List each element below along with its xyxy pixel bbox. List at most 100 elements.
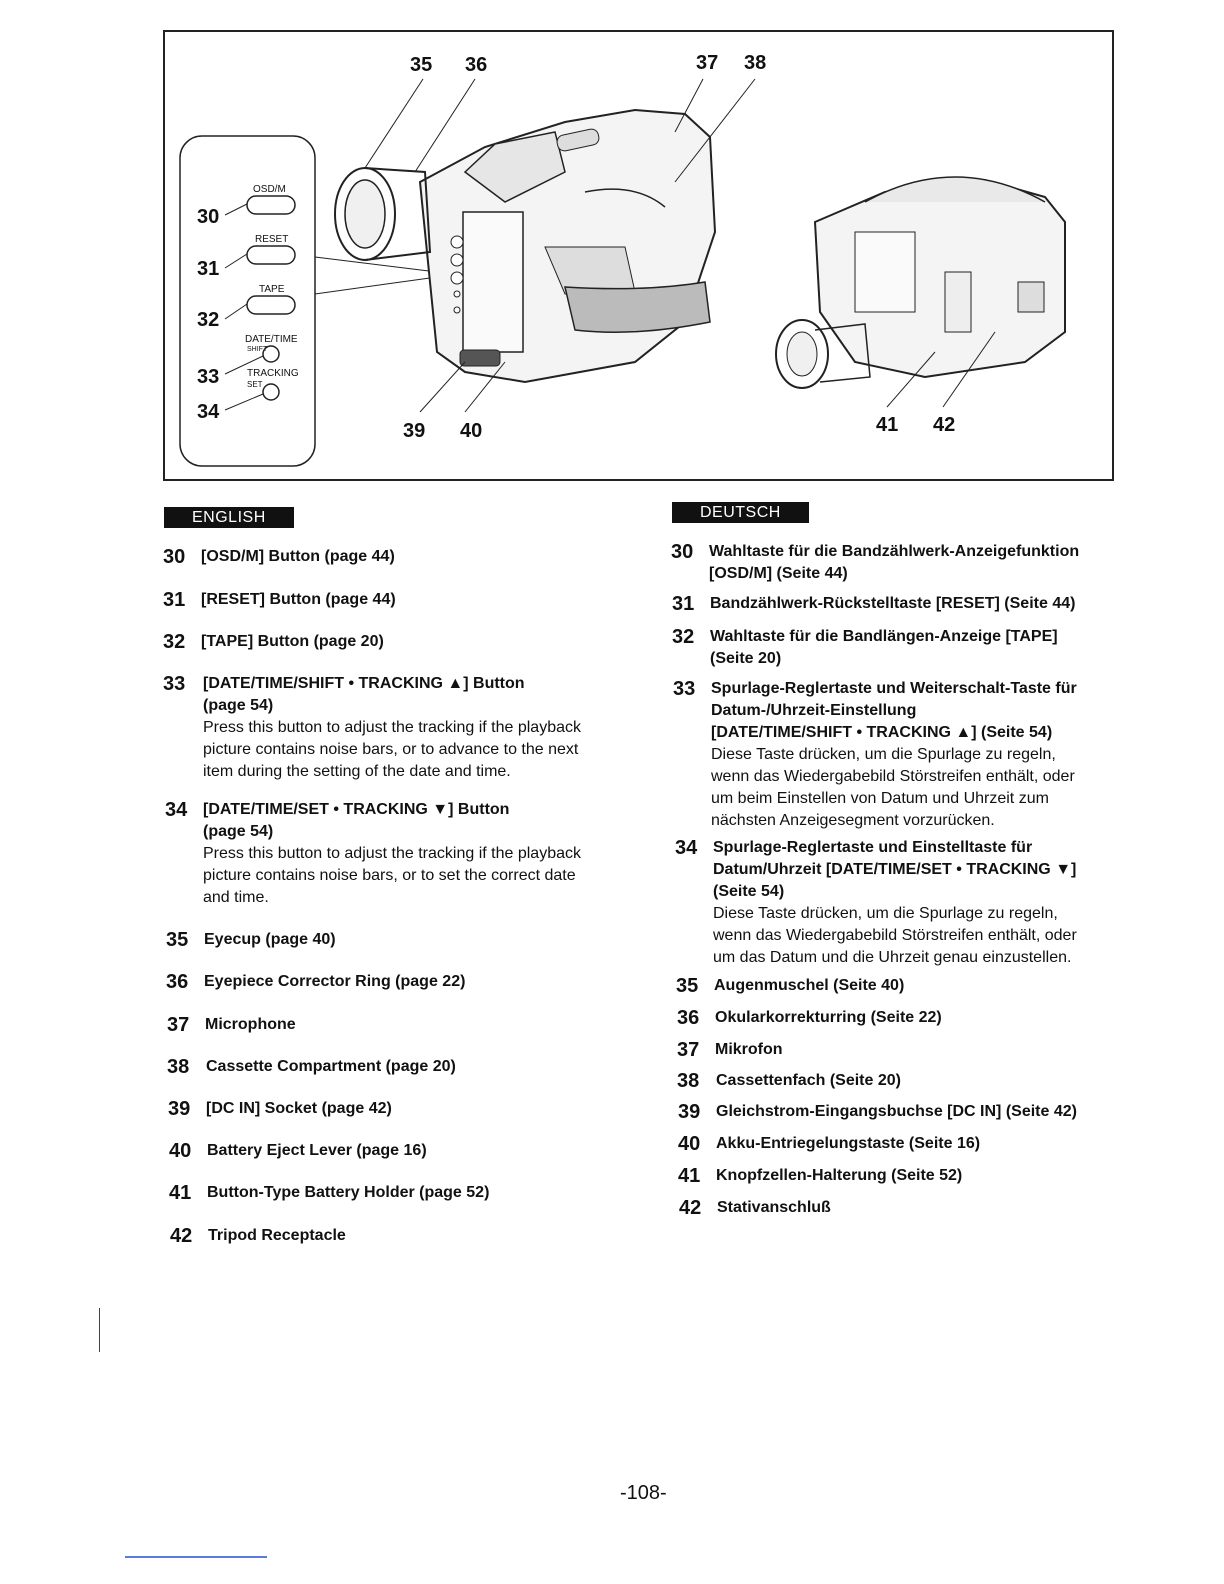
item-title: [OSD/M] Button (page 44) [201, 546, 395, 568]
item-title: Tripod Receptacle [208, 1225, 346, 1247]
item-title-line: Augenmuschel (Seite 40) [714, 975, 904, 997]
panel-label-tracking: TRACKING [247, 368, 299, 379]
callout-41: 41 [876, 414, 898, 437]
panel-number-33: 33 [197, 366, 219, 389]
callout-35: 35 [410, 54, 432, 77]
callout-39: 39 [403, 420, 425, 443]
item-description-line: item during the setting of the date and … [203, 761, 581, 783]
item-title-line: Datum/Uhrzeit [DATE/TIME/SET • TRACKING … [713, 859, 1077, 881]
item-number: 40 [678, 1133, 700, 1155]
callout-36: 36 [465, 54, 487, 77]
item-title: [DC IN] Socket (page 42) [206, 1098, 392, 1120]
item-number: 32 [163, 631, 185, 653]
item-number: 33 [163, 673, 185, 695]
item-description-line: Press this button to adjust the tracking… [203, 717, 581, 739]
item-description-line: nächsten Anzeigesegment vorzurücken. [711, 810, 1077, 832]
item-number: 35 [676, 975, 698, 997]
panel-number-34: 34 [197, 401, 219, 424]
camcorder-figure: 35 36 37 38 39 40 41 42 30 31 32 33 34 O… [163, 30, 1114, 481]
item-number: 37 [677, 1039, 699, 1061]
panel-label-set: SET [247, 380, 263, 389]
item-title-line: Bandzählwerk-Rückstelltaste [RESET] (Sei… [710, 593, 1075, 615]
item-title-line: Datum-/Uhrzeit-Einstellung [711, 700, 1077, 722]
item-description-line: picture contains noise bars, or to set t… [203, 865, 581, 887]
english-item-30: 30 [OSD/M] Button (page 44) [163, 546, 395, 568]
item-number: 42 [679, 1197, 701, 1219]
item-number: 39 [168, 1098, 190, 1120]
item-title-line: Wahltaste für die Bandlängen-Anzeige [TA… [710, 626, 1058, 648]
item-description-line: wenn das Wiedergabebild Störstreifen ent… [713, 925, 1077, 947]
deutsch-item-36: 36 Okularkorrekturring (Seite 22) [677, 1007, 942, 1029]
item-number: 31 [163, 589, 185, 611]
item-number: 40 [169, 1140, 191, 1162]
panel-number-30: 30 [197, 206, 219, 229]
english-item-36: 36 Eyepiece Corrector Ring (page 22) [166, 971, 465, 993]
deutsch-item-41: 41 Knopfzellen-Halterung (Seite 52) [678, 1165, 962, 1187]
deutsch-item-35: 35 Augenmuschel (Seite 40) [676, 975, 904, 997]
english-item-35: 35 Eyecup (page 40) [166, 929, 336, 951]
item-number: 36 [166, 971, 188, 993]
page-number: -108- [620, 1482, 667, 1505]
item-number: 41 [169, 1182, 191, 1204]
english-item-31: 31 [RESET] Button (page 44) [163, 589, 396, 611]
item-description-line: um das Datum und die Uhrzeit genau einzu… [713, 947, 1077, 969]
callout-37: 37 [696, 52, 718, 75]
item-description-line: picture contains noise bars, or to advan… [203, 739, 581, 761]
item-description-line: um beim Einstellen von Datum und Uhrzeit… [711, 788, 1077, 810]
panel-label-shift: SHIFT [247, 346, 267, 353]
deutsch-item-38: 38 Cassettenfach (Seite 20) [677, 1070, 901, 1092]
item-title-line: [DATE/TIME/SET • TRACKING ▼] Button [203, 799, 581, 821]
item-title: Eyecup (page 40) [204, 929, 336, 951]
item-number: 30 [163, 546, 185, 568]
deutsch-item-34: 34 Spurlage-Reglertaste und Einstelltast… [675, 837, 1077, 969]
deutsch-item-32: 32 Wahltaste für die Bandlängen-Anzeige … [672, 626, 1058, 670]
item-description-line: Diese Taste drücken, um die Spurlage zu … [713, 903, 1077, 925]
english-item-34: 34 [DATE/TIME/SET • TRACKING ▼] Button (… [165, 799, 581, 909]
item-title-line: Akku-Entriegelungstaste (Seite 16) [716, 1133, 980, 1155]
item-number: 34 [165, 799, 187, 821]
panel-number-31: 31 [197, 258, 219, 281]
item-title: Battery Eject Lever (page 16) [207, 1140, 427, 1162]
item-title-line: [OSD/M] (Seite 44) [709, 563, 1079, 585]
deutsch-item-40: 40 Akku-Entriegelungstaste (Seite 16) [678, 1133, 980, 1155]
panel-label-osd-m: OSD/M [253, 184, 286, 195]
english-section-tab: ENGLISH [164, 507, 294, 528]
item-number: 42 [170, 1225, 192, 1247]
item-number: 32 [672, 626, 694, 648]
english-item-32: 32 [TAPE] Button (page 20) [163, 631, 384, 653]
item-description-line: Press this button to adjust the tracking… [203, 843, 581, 865]
footer-rule [125, 1556, 267, 1558]
item-title: [RESET] Button (page 44) [201, 589, 396, 611]
item-number: 36 [677, 1007, 699, 1029]
item-title-line: Mikrofon [715, 1039, 783, 1061]
item-title-line: Stativanschluß [717, 1197, 831, 1219]
item-number: 35 [166, 929, 188, 951]
item-title: Button-Type Battery Holder (page 52) [207, 1182, 489, 1204]
item-number: 33 [673, 678, 695, 700]
item-number: 41 [678, 1165, 700, 1187]
item-title: [TAPE] Button (page 20) [201, 631, 384, 653]
deutsch-item-31: 31 Bandzählwerk-Rückstelltaste [RESET] (… [672, 593, 1075, 615]
deutsch-section-tab: DEUTSCH [672, 502, 809, 523]
panel-label-date-time: DATE/TIME [245, 334, 298, 345]
english-item-38: 38 Cassette Compartment (page 20) [167, 1056, 456, 1078]
callout-38: 38 [744, 52, 766, 75]
english-item-37: 37 Microphone [167, 1014, 296, 1036]
item-title-line: (page 54) [203, 821, 581, 843]
item-title-line: Okularkorrekturring (Seite 22) [715, 1007, 942, 1029]
panel-number-32: 32 [197, 309, 219, 332]
camcorder-illustration [165, 32, 1116, 483]
item-title-line: Knopfzellen-Halterung (Seite 52) [716, 1165, 962, 1187]
item-number: 34 [675, 837, 697, 859]
panel-label-tape: TAPE [259, 284, 284, 295]
item-title: Cassette Compartment (page 20) [206, 1056, 456, 1078]
item-description-line: wenn das Wiedergabebild Störstreifen ent… [711, 766, 1077, 788]
english-item-33: 33 [DATE/TIME/SHIFT • TRACKING ▲] Button… [163, 673, 581, 783]
deutsch-item-39: 39 Gleichstrom-Eingangsbuchse [DC IN] (S… [678, 1101, 1077, 1123]
item-title: Eyepiece Corrector Ring (page 22) [204, 971, 465, 993]
margin-bar [99, 1308, 100, 1352]
item-number: 38 [167, 1056, 189, 1078]
item-title-line: Spurlage-Reglertaste und Einstelltaste f… [713, 837, 1077, 859]
item-title: Microphone [205, 1014, 296, 1036]
item-title-line: Wahltaste für die Bandzählwerk-Anzeigefu… [709, 541, 1079, 563]
